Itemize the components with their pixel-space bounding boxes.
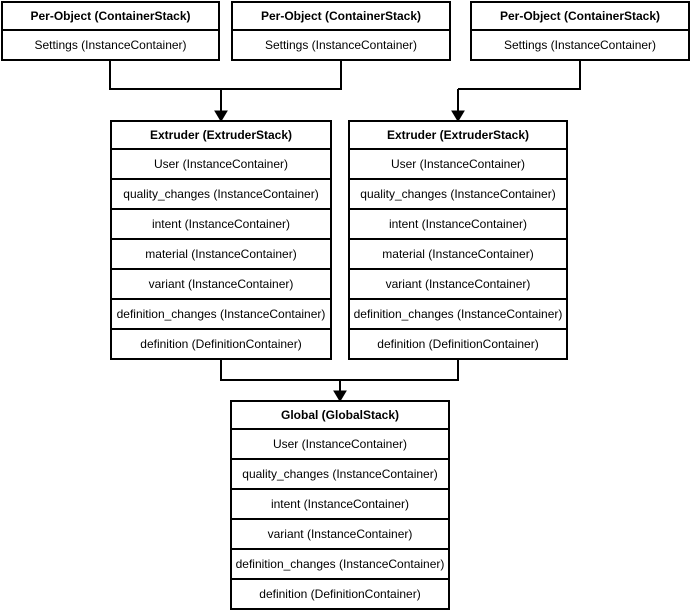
box-title: Per-Object (ContainerStack) (260, 9, 422, 23)
extruder-stack-2: Extruder (ExtruderStack) User (InstanceC… (348, 120, 568, 360)
per-object-stack-3: Per-Object (ContainerStack) Settings (In… (470, 1, 690, 61)
container-row: variant (InstanceContainer) (350, 268, 566, 298)
container-row: intent (InstanceContainer) (112, 208, 330, 238)
box-title: Extruder (ExtruderStack) (386, 128, 530, 142)
container-row: Settings (InstanceContainer) (233, 29, 449, 59)
container-row: definition (DefinitionContainer) (232, 578, 448, 608)
connector-extruders-to-global (220, 360, 459, 402)
extruder-stack-1: Extruder (ExtruderStack) User (InstanceC… (110, 120, 332, 360)
container-row: definition_changes (InstanceContainer) (350, 298, 566, 328)
container-row: User (InstanceContainer) (350, 148, 566, 178)
container-row: Settings (InstanceContainer) (3, 29, 218, 59)
container-row: User (InstanceContainer) (232, 428, 448, 458)
box-title: Global (GlobalStack) (280, 408, 400, 422)
container-row: material (InstanceContainer) (350, 238, 566, 268)
container-row: material (InstanceContainer) (112, 238, 330, 268)
container-row: definition (DefinitionContainer) (112, 328, 330, 358)
container-row: Settings (InstanceContainer) (472, 29, 688, 59)
container-row: variant (InstanceContainer) (232, 518, 448, 548)
container-row: definition (DefinitionContainer) (350, 328, 566, 358)
box-title: Per-Object (ContainerStack) (499, 9, 661, 23)
container-row: quality_changes (InstanceContainer) (232, 458, 448, 488)
box-title: Per-Object (ContainerStack) (30, 9, 191, 23)
connector-perobjects-to-extruder-1 (109, 61, 342, 122)
connector-elbow-line (458, 61, 581, 90)
container-row: definition_changes (InstanceContainer) (232, 548, 448, 578)
connector-elbow-line (220, 360, 459, 381)
container-row: intent (InstanceContainer) (232, 488, 448, 518)
container-row: quality_changes (InstanceContainer) (112, 178, 330, 208)
connector-elbow-line (109, 61, 342, 90)
container-row: User (InstanceContainer) (112, 148, 330, 178)
per-object-stack-2: Per-Object (ContainerStack) Settings (In… (231, 1, 451, 61)
container-row: intent (InstanceContainer) (350, 208, 566, 238)
container-row: variant (InstanceContainer) (112, 268, 330, 298)
global-stack: Global (GlobalStack) User (InstanceConta… (230, 400, 450, 610)
container-row: definition_changes (InstanceContainer) (112, 298, 330, 328)
connector-perobject-to-extruder-2 (451, 61, 581, 122)
per-object-stack-1: Per-Object (ContainerStack) Settings (In… (1, 1, 220, 61)
box-title: Extruder (ExtruderStack) (149, 128, 293, 142)
container-row: quality_changes (InstanceContainer) (350, 178, 566, 208)
